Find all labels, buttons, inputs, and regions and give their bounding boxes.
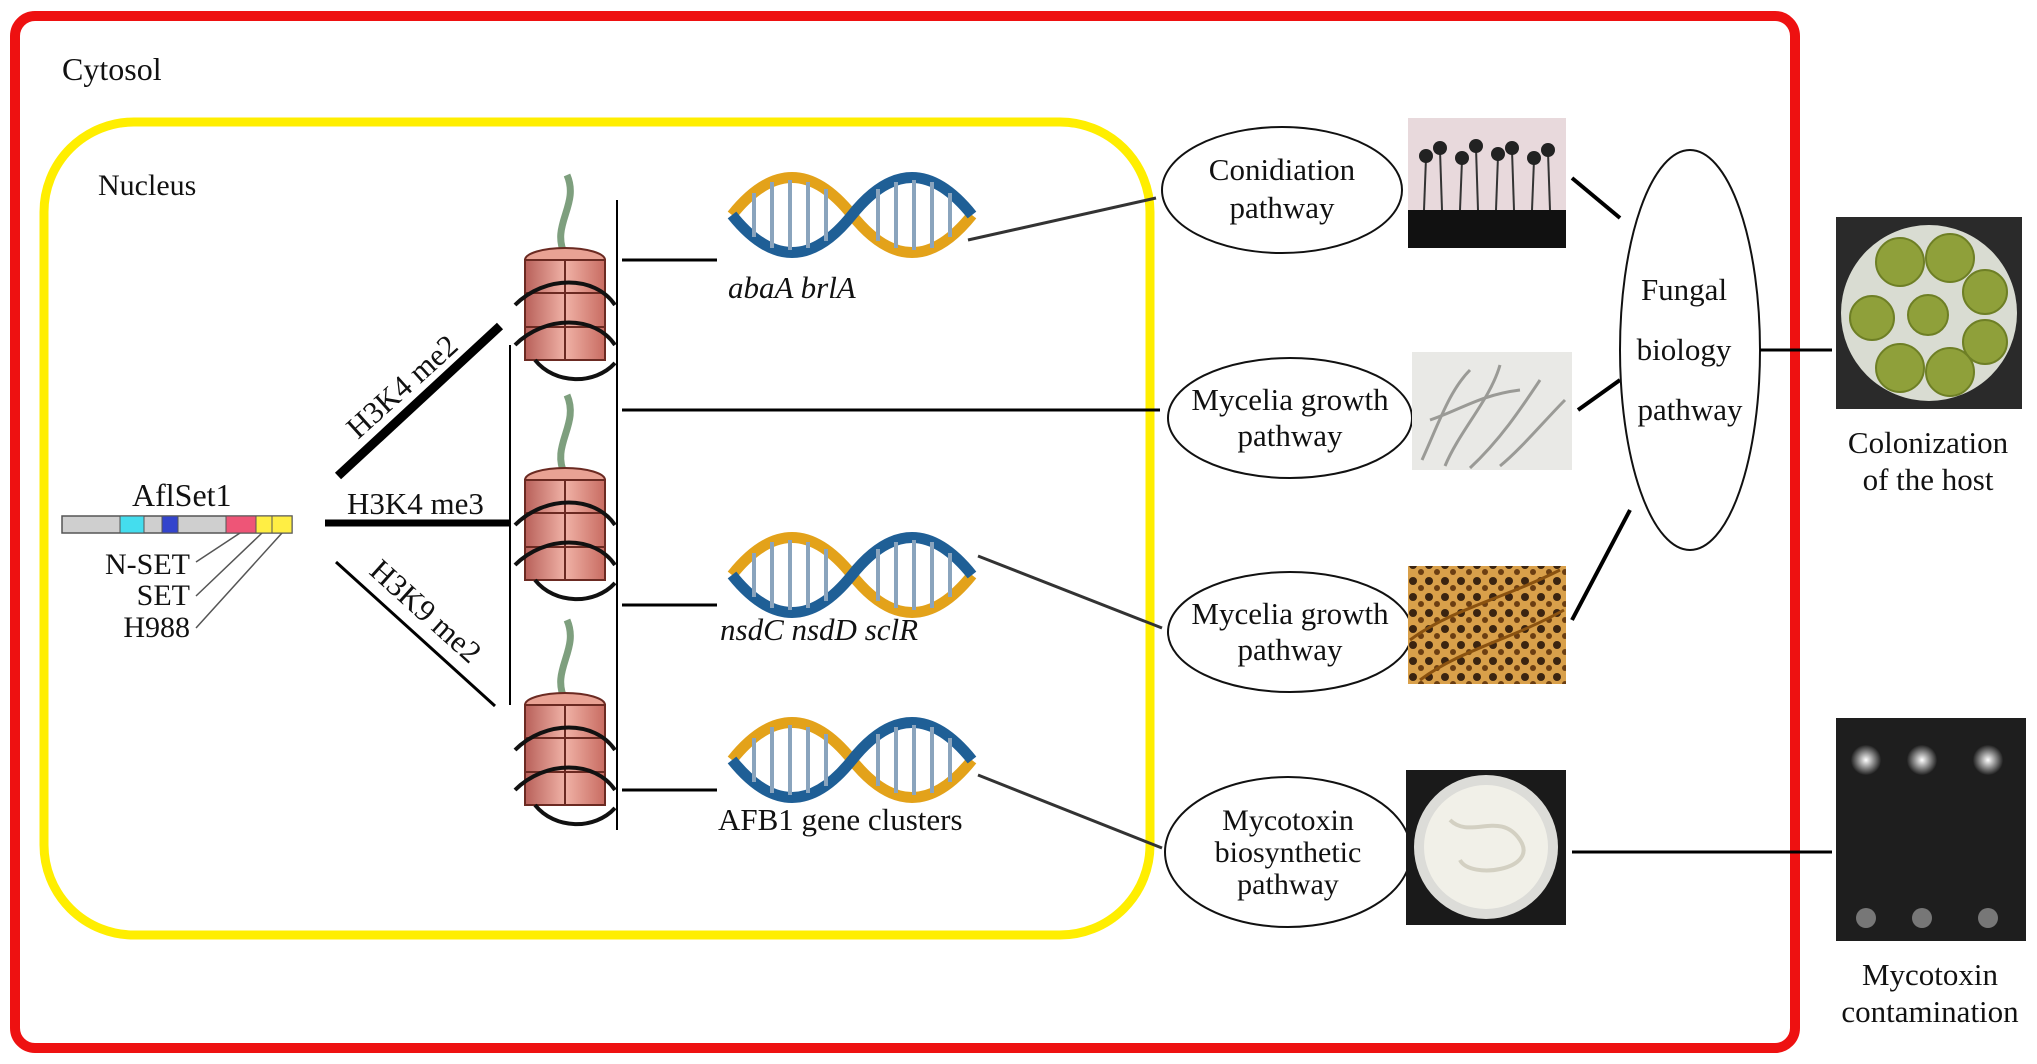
pathway-mycelia-1-line1: Mycelia growth bbox=[1191, 382, 1389, 417]
gene-label-afb1: AFB1 gene clusters bbox=[718, 802, 963, 837]
tlc-plate-image bbox=[1836, 718, 2026, 941]
hyphae-image bbox=[1412, 352, 1572, 470]
pathway-mycelia-2-line2: pathway bbox=[1237, 632, 1343, 667]
domain-block-cyan bbox=[119, 515, 145, 534]
domain-block-set bbox=[255, 515, 273, 534]
pathway-mycotoxin-line3: pathway bbox=[1237, 868, 1339, 901]
colonization-image bbox=[1836, 217, 2022, 409]
pathway-connectors bbox=[967, 196, 1163, 850]
gene-label-nsd: nsdC nsdD sclR bbox=[720, 612, 918, 647]
conidiophore-image bbox=[1408, 118, 1566, 248]
dna-helix-icon bbox=[732, 723, 972, 798]
dna-helix-icon bbox=[732, 538, 972, 613]
outcome-contamination-line2: contamination bbox=[1841, 994, 2019, 1029]
fungal-links bbox=[1570, 176, 1632, 621]
pathway-ellipse-conidiation bbox=[1161, 126, 1403, 254]
fungal-pathway-line1: Fungal bbox=[1641, 272, 1727, 307]
pathway-conidiation-line1: Conidiation bbox=[1209, 152, 1356, 187]
mark-label-h3k9me2: H3K9 me2 bbox=[363, 552, 488, 670]
outcome-colonization-line1: Colonization bbox=[1848, 425, 2009, 460]
domain-label-h988: H988 bbox=[123, 611, 190, 644]
domain-callout-lines bbox=[195, 532, 283, 629]
dna-helix-icon bbox=[732, 178, 972, 253]
pathway-mycotoxin-line1: Mycotoxin bbox=[1222, 804, 1354, 837]
nucleosome-icon bbox=[515, 395, 615, 599]
domain-block-blue bbox=[161, 515, 179, 534]
nucleosome-icon bbox=[515, 620, 615, 824]
pathway-mycelia-1-line2: pathway bbox=[1237, 418, 1343, 453]
pathway-mycotoxin-line2: biosynthetic bbox=[1215, 836, 1362, 869]
mark-label-h3k4me3: H3K4 me3 bbox=[347, 486, 484, 521]
sclerotia-image bbox=[1408, 566, 1566, 684]
nucleosome-icon bbox=[515, 175, 615, 379]
domain-label-nset: N-SET bbox=[105, 548, 190, 581]
outcome-colonization-line2: of the host bbox=[1863, 462, 1994, 497]
cytosol-label: Cytosol bbox=[62, 51, 162, 87]
outcome-contamination-line1: Mycotoxin bbox=[1862, 957, 1999, 992]
pathway-mycelia-2-line1: Mycelia growth bbox=[1191, 596, 1389, 631]
petri-dish-image bbox=[1406, 770, 1566, 925]
nucleus-label: Nucleus bbox=[98, 169, 196, 202]
domain-block-nset bbox=[225, 515, 257, 534]
domain-label-set: SET bbox=[137, 579, 190, 612]
domain-block-h988 bbox=[271, 515, 293, 534]
mark-label-h3k4me2: H3K4 me2 bbox=[339, 328, 464, 446]
cytosol-border bbox=[10, 11, 1800, 1053]
protein-domain-bar bbox=[61, 515, 293, 534]
gene-connectors bbox=[622, 258, 1160, 792]
mark-lines bbox=[325, 322, 510, 708]
gene-label-abaa-brla: abaA brlA bbox=[728, 270, 857, 305]
fungal-pathway-line3: pathway bbox=[1637, 392, 1743, 427]
pathway-conidiation-line2: pathway bbox=[1229, 190, 1335, 225]
protein-name: AflSet1 bbox=[132, 477, 232, 513]
fungal-pathway-line2: biology bbox=[1637, 332, 1732, 367]
nucleus-border bbox=[39, 117, 1155, 940]
